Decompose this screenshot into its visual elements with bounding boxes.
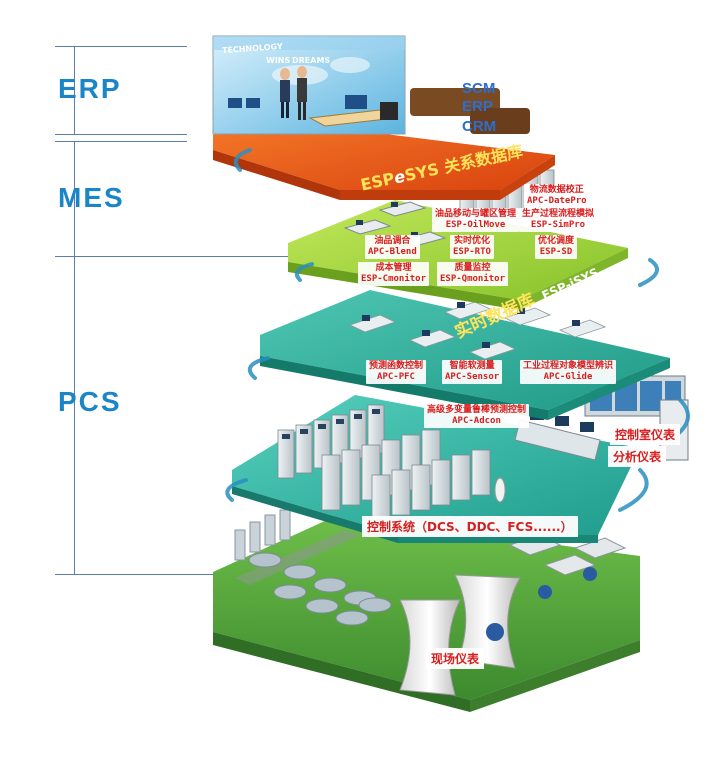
analysis-instruments-label: 分析仪表 <box>608 446 667 467</box>
pcs-span-line <box>74 256 75 574</box>
field-instruments-label: 现场仪表 <box>426 648 485 669</box>
erp-bottom-line <box>55 134 187 135</box>
module-cn: 油品调合 <box>374 236 411 246</box>
dcs-cabinets <box>277 404 491 521</box>
module-cn: 高级多变量鲁棒预测控制 <box>427 405 527 415</box>
erp-layer-plate <box>212 35 555 200</box>
flow-arrows <box>225 148 690 512</box>
erp-system-erp: ERP <box>462 98 493 115</box>
erp-system-crm: CRM <box>462 118 497 135</box>
module-code: ESP-RTO <box>453 247 491 257</box>
mes-top-line <box>55 141 187 142</box>
module-cn: 质量监控 <box>454 263 491 273</box>
level-label-mes: MES <box>58 182 125 213</box>
level-label-erp: ERP <box>58 73 122 104</box>
module-cn: 生产过程流程模拟 <box>522 209 595 219</box>
module-cn: 智能软测量 <box>449 361 495 371</box>
module-code: ESP-Qmonitor <box>440 274 506 284</box>
screen-word-3: DREAMS <box>292 56 331 65</box>
pcs-bottom-line <box>55 574 220 575</box>
module-code: APC-DatePro <box>527 196 587 206</box>
module-cn: 预测函数控制 <box>369 361 424 371</box>
module-cn: 油品移动与罐区管理 <box>435 209 517 219</box>
module-code: ESP-SD <box>539 247 573 257</box>
control-system-layer-plate <box>232 375 689 543</box>
screen-word-2: WINS <box>266 56 291 65</box>
erp-system-scm: SCM <box>462 80 496 97</box>
field-layer-plate <box>213 509 640 712</box>
module-cn: 实时优化 <box>453 236 490 246</box>
level-label-pcs: PCS <box>58 386 122 417</box>
module-code: ESP-Cmonitor <box>361 274 427 284</box>
module-code: APC-Glide <box>543 372 593 382</box>
module-code: APC-Adcon <box>452 416 501 426</box>
module-cn: 物流数据校正 <box>529 185 584 195</box>
control-room-instruments-label: 控制室仪表 <box>610 424 681 445</box>
module-code: APC-Blend <box>368 247 417 257</box>
mes-span-line <box>74 141 75 256</box>
module-code: APC-Sensor <box>445 372 500 382</box>
module-cn: 成本管理 <box>375 263 412 273</box>
module-code: ESP-SimPro <box>530 220 586 230</box>
mes-bottom-line <box>55 256 325 257</box>
module-code: ESP-OilMove <box>445 220 506 230</box>
module-cn: 优化调度 <box>538 236 575 246</box>
module-code: APC-PFC <box>377 372 415 382</box>
erp-span-line <box>74 46 75 134</box>
module-cn: 工业过程对象模型辨识 <box>523 361 614 371</box>
erp-top-line <box>55 46 187 47</box>
control-system-label: 控制系统（DCS、DDC、FCS......） <box>362 516 578 537</box>
